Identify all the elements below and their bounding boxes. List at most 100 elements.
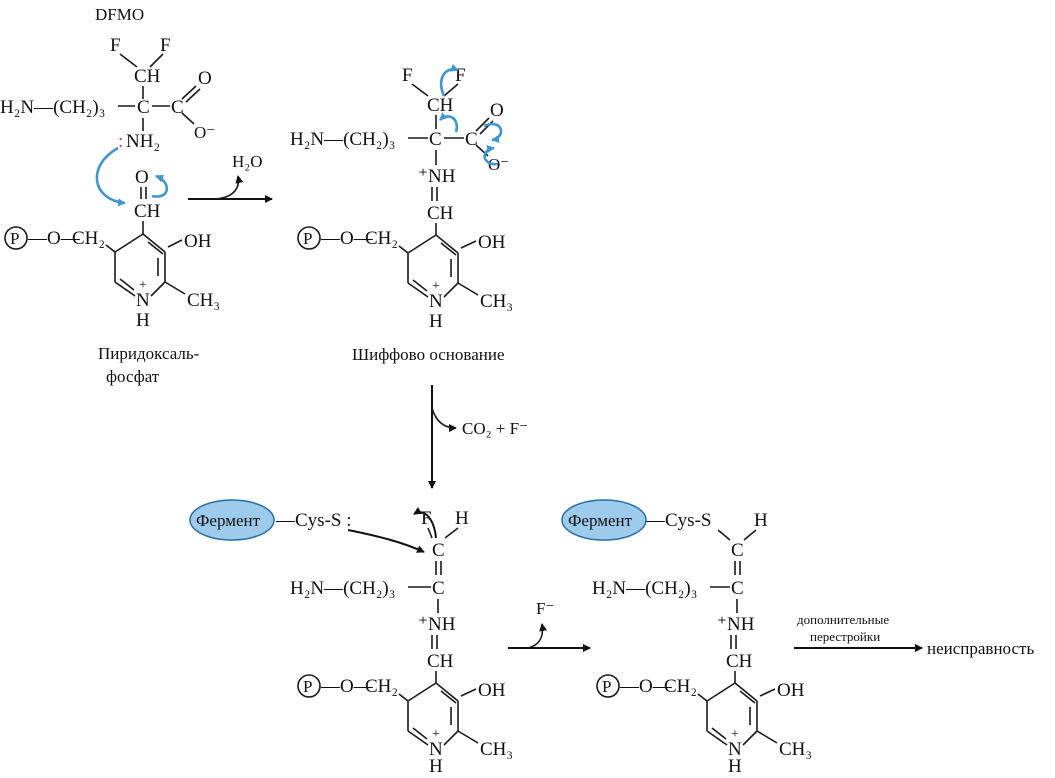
rearrangement-label-line1: дополнительные bbox=[797, 612, 889, 627]
carboxylate-oxygen: O⁻ bbox=[488, 155, 509, 174]
ring-nitrogen: N bbox=[728, 739, 742, 760]
ester-oxygen: —O— bbox=[320, 676, 374, 697]
carbonyl-oxygen: O bbox=[490, 100, 504, 121]
enzyme-ellipse bbox=[561, 499, 647, 541]
cysteine-sulfur: —Cys-S bbox=[645, 510, 711, 531]
enzyme-label: Фермент bbox=[196, 511, 261, 530]
aldehyde-ch: CH bbox=[134, 201, 161, 222]
ring-charge: + bbox=[139, 278, 147, 293]
ester-oxygen: —O— bbox=[27, 228, 81, 249]
aldehyde-oxygen: O bbox=[135, 167, 149, 188]
phosphate-symbol: P bbox=[303, 229, 312, 248]
covalent-adduct: Фермент —Cys-S H C H₂N—(CH₂)₃ C ⁺NH CH N… bbox=[561, 499, 812, 777]
methylene-group: CH₂ bbox=[365, 228, 398, 249]
fluorine-atom: F bbox=[110, 35, 121, 56]
amine-chain: H₂N—(CH₂)₃ bbox=[290, 578, 395, 599]
methyl-group: CH₃ bbox=[779, 739, 812, 760]
fluoride-leaving-arrow bbox=[439, 63, 459, 97]
carboxyl-carbon: C bbox=[465, 129, 478, 150]
alpha-carbon: C bbox=[429, 129, 442, 150]
fluorine-atom: F bbox=[402, 65, 413, 86]
phosphate-circle bbox=[297, 674, 321, 698]
hydroxyl-group: OH bbox=[478, 680, 506, 701]
phosphate-circle bbox=[4, 226, 28, 250]
schiff-base-label: Шиффово основание bbox=[352, 345, 505, 364]
vinyl-hydrogen: H bbox=[455, 508, 469, 529]
ring-nh-hydrogen: H bbox=[136, 310, 150, 331]
fluorine-atom: F bbox=[421, 508, 432, 529]
iminium-nitrogen: ⁺NH bbox=[418, 166, 456, 187]
ring-charge: + bbox=[731, 727, 739, 742]
hydroxyl-group: OH bbox=[478, 232, 506, 253]
carboxylate-oxygen: O⁻ bbox=[194, 123, 215, 142]
enzyme-attack-complex: Фермент —Cys-S : F H C H₂N—(CH₂)₃ C ⁺NH … bbox=[189, 499, 513, 777]
phosphate-symbol: P bbox=[303, 677, 312, 696]
ring-nh-hydrogen: H bbox=[429, 311, 443, 332]
ring-nitrogen: N bbox=[429, 291, 443, 312]
methine-group: CH bbox=[427, 95, 454, 116]
amine-chain: H₂N—(CH₂)₃ bbox=[592, 578, 697, 599]
enzyme-ellipse bbox=[189, 499, 275, 541]
methylene-group: CH₂ bbox=[365, 676, 398, 697]
result-label: неисправность bbox=[927, 639, 1034, 658]
ester-oxygen: —O— bbox=[619, 676, 673, 697]
decarboxylation-arrow bbox=[439, 112, 459, 133]
fluorine-atom: F bbox=[160, 35, 171, 56]
phosphate-symbol: P bbox=[602, 677, 611, 696]
imine-ch: CH bbox=[427, 651, 454, 672]
plp-name-line1: Пиридоксаль- bbox=[98, 344, 200, 363]
alpha-carbon: C bbox=[731, 578, 744, 599]
carboxylate-arrow-1 bbox=[483, 122, 503, 143]
imine-ch: CH bbox=[427, 203, 454, 224]
carbonyl-oxygen: O bbox=[198, 68, 212, 89]
dfmo-label: DFMO bbox=[95, 5, 144, 24]
rearrangement-label-line2: перестройки bbox=[810, 629, 880, 644]
carboxyl-carbon: C bbox=[171, 97, 184, 118]
amine-chain: H₂N—(CH₂)₃ bbox=[290, 129, 395, 150]
methyl-group: CH₃ bbox=[480, 739, 513, 760]
dfmo-molecule: DFMO F F CH H₂N—(CH₂)₃ C C O O⁻ : NH₂ bbox=[0, 5, 215, 152]
amine-chain: H₂N—(CH₂)₃ bbox=[0, 97, 105, 118]
vinyl-carbon: C bbox=[731, 540, 744, 561]
ring-charge: + bbox=[432, 279, 440, 294]
ring-nh-hydrogen: H bbox=[429, 756, 443, 773]
phosphate-circle bbox=[297, 226, 321, 250]
ester-oxygen: —O— bbox=[320, 228, 374, 249]
iminium-nitrogen: ⁺NH bbox=[717, 614, 755, 635]
methyl-group: CH₃ bbox=[187, 290, 220, 311]
enzyme-label: Фермент bbox=[568, 511, 633, 530]
fluoride-label: F⁻ bbox=[536, 599, 554, 618]
ring-nitrogen: N bbox=[136, 290, 150, 311]
alpha-amine: NH₂ bbox=[126, 131, 160, 152]
carbonyl-arrow bbox=[151, 174, 169, 198]
fluorine-atom: F bbox=[455, 65, 466, 86]
hydroxyl-group: OH bbox=[184, 231, 212, 252]
vinyl-carbon: C bbox=[432, 540, 445, 561]
co2-fluoride-label: CO₂ + F⁻ bbox=[462, 419, 528, 438]
alpha-carbon: C bbox=[432, 578, 445, 599]
methylene-group: CH₂ bbox=[664, 676, 697, 697]
ring-nh-hydrogen: H bbox=[728, 756, 742, 773]
schiff-base-molecule: F F CH H₂N—(CH₂)₃ C C O O⁻ ⁺NH CH N + H … bbox=[290, 65, 513, 364]
imine-ch: CH bbox=[726, 651, 753, 672]
carboxylate-arrow-2 bbox=[483, 145, 499, 166]
ring-nitrogen: N bbox=[429, 739, 443, 760]
nucleophilic-attack-arrow bbox=[95, 146, 126, 207]
plp-molecule: O CH N + H OH CH₃ P —O— CH₂ Пиридоксаль-… bbox=[4, 167, 220, 386]
thiolate-attack-arrow bbox=[347, 529, 425, 553]
methyl-group: CH₃ bbox=[480, 291, 513, 312]
phosphate-symbol: P bbox=[10, 229, 19, 248]
phosphate-circle bbox=[596, 674, 620, 698]
hydroxyl-group: OH bbox=[777, 680, 805, 701]
water-label: H₂O bbox=[232, 152, 262, 171]
alpha-carbon: C bbox=[137, 97, 150, 118]
methine-group: CH bbox=[134, 66, 161, 87]
lone-pair-dots: : bbox=[118, 131, 123, 152]
vinyl-hydrogen: H bbox=[754, 510, 768, 531]
cysteine-thiolate: —Cys-S : bbox=[275, 510, 352, 531]
ring-charge: + bbox=[432, 727, 440, 742]
methylene-group: CH₂ bbox=[72, 228, 105, 249]
plp-name-line2: фосфат bbox=[106, 367, 160, 386]
iminium-nitrogen: ⁺NH bbox=[418, 614, 456, 635]
